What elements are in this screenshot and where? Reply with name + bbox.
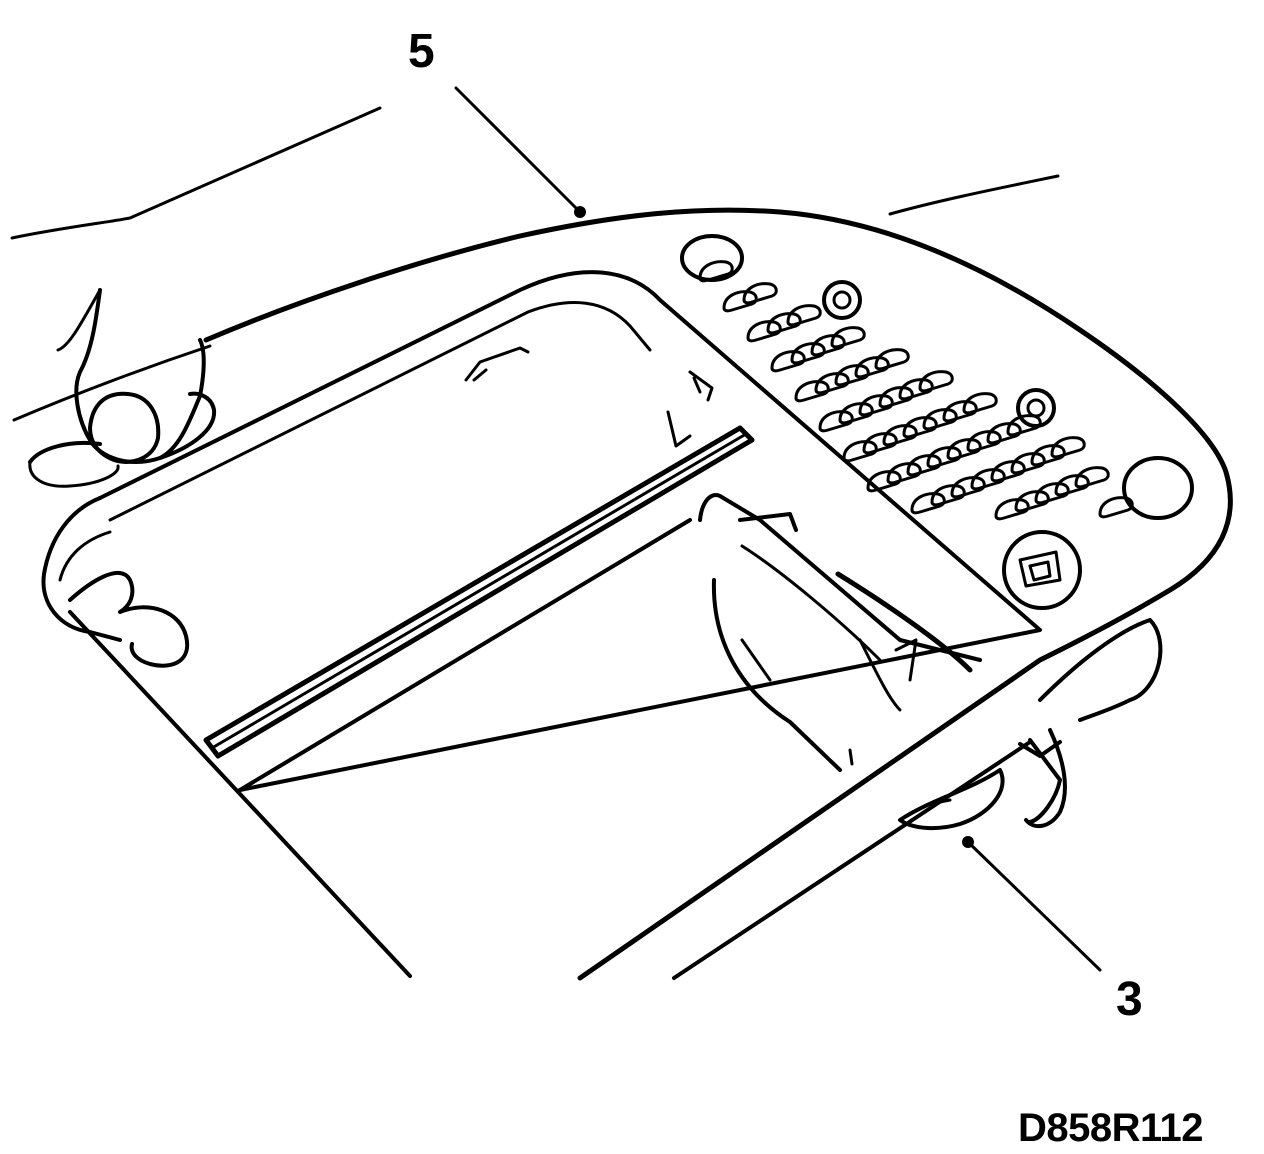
vent-slot	[1030, 444, 1066, 467]
vent-slot	[858, 394, 894, 417]
vent-slot	[810, 334, 846, 357]
vent-slot	[866, 470, 902, 493]
vent-slot	[770, 350, 806, 373]
vent-slot	[794, 380, 830, 403]
vent-slot	[722, 290, 758, 313]
vent-slot	[882, 424, 918, 447]
vent-slot	[906, 454, 942, 477]
vent-slot	[966, 430, 1002, 453]
vent-slot	[786, 304, 822, 327]
leader-dot-5	[574, 206, 586, 218]
vent-slot	[926, 446, 962, 469]
vent-slot	[878, 386, 914, 409]
vent-slot	[1074, 466, 1110, 489]
filter-mechanism	[698, 493, 982, 772]
vent-slot	[1054, 474, 1090, 497]
vent-slot	[790, 342, 826, 365]
vent-slot	[990, 460, 1026, 483]
finger-illustration	[68, 570, 190, 668]
vent-slot-grid	[680, 234, 1194, 521]
vent-slot	[1098, 496, 1134, 519]
vent-slot	[946, 438, 982, 461]
vent-slot	[830, 326, 866, 349]
vent-slot	[922, 408, 958, 431]
vent-slot	[942, 400, 978, 423]
vent-slot	[1034, 482, 1070, 505]
lock-knob	[1002, 530, 1082, 610]
vent-slot	[814, 372, 850, 395]
vent-slot	[742, 282, 778, 305]
vent-slot	[1006, 414, 1042, 437]
vent-slot	[766, 312, 802, 335]
vent-slot	[854, 356, 890, 379]
vent-slot	[1014, 490, 1050, 513]
component-3-bracket	[898, 618, 1163, 831]
vent-slot	[838, 402, 874, 425]
vent-slot	[962, 392, 998, 415]
vent-slot	[970, 468, 1006, 491]
vent-slot	[950, 476, 986, 499]
vent-slot	[1010, 452, 1046, 475]
vent-slot	[910, 492, 946, 515]
vent-slot	[902, 416, 938, 439]
vent-slot	[818, 410, 854, 433]
callout-label-3: 3	[1116, 973, 1143, 1026]
leader-lines	[454, 86, 1102, 972]
vent-slot	[698, 260, 734, 283]
vent-slot	[994, 498, 1030, 521]
vent-slot	[898, 378, 934, 401]
leader-dot-3	[962, 836, 974, 848]
vent-slot	[834, 364, 870, 387]
vent-slot	[886, 462, 922, 485]
vent-slot	[986, 422, 1022, 445]
vent-slot	[746, 320, 782, 343]
vent-slot	[918, 370, 954, 393]
vent-slot	[930, 484, 966, 507]
vent-slot	[842, 440, 878, 463]
vent-slot	[1050, 436, 1086, 459]
figure-reference-code: D858R112	[1018, 1106, 1204, 1150]
vent-slot	[874, 348, 910, 371]
hand-illustration	[10, 106, 382, 488]
filter-housing-outline	[41, 174, 1233, 981]
callout-label-5: 5	[408, 25, 435, 78]
vent-slot	[862, 432, 898, 455]
